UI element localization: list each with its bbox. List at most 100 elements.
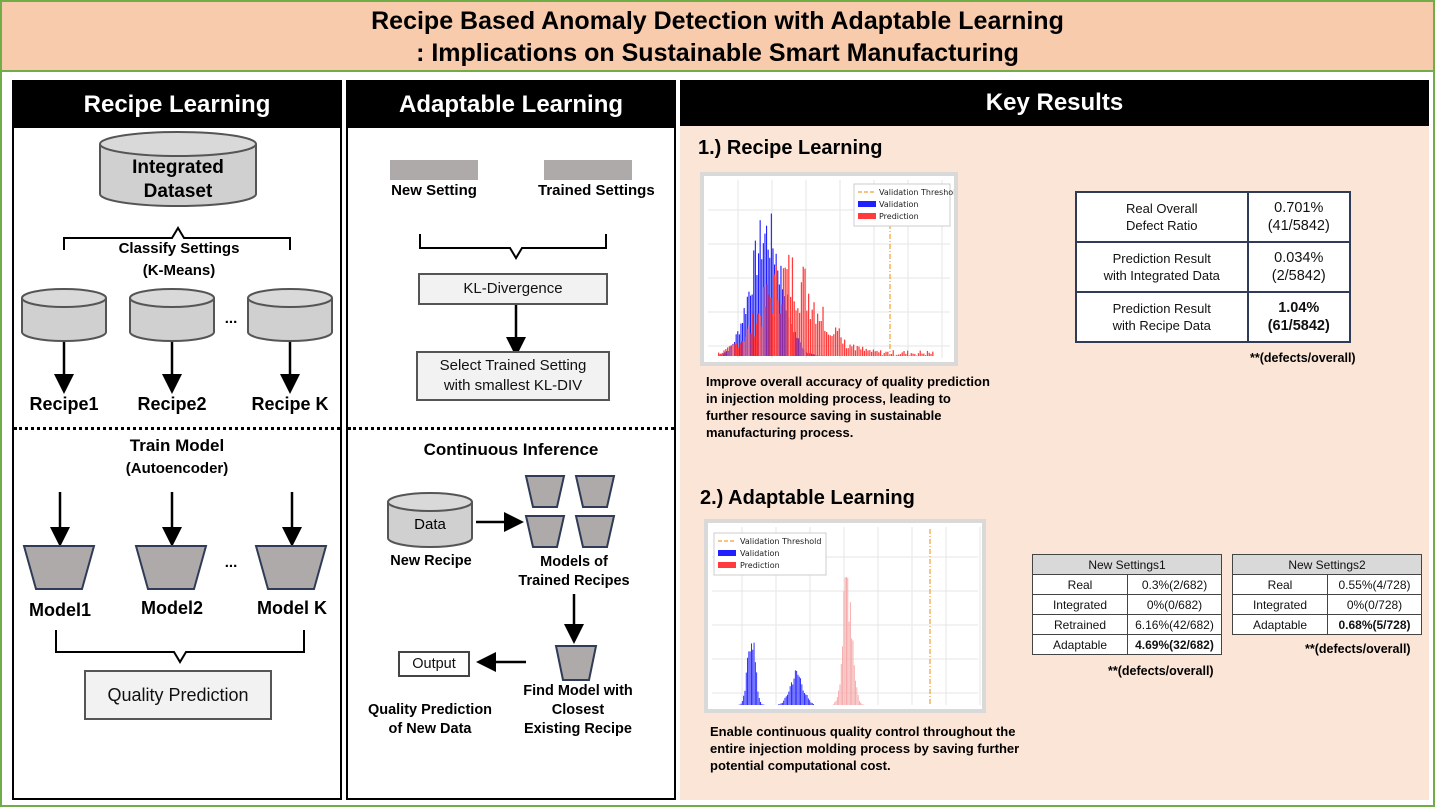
model1-trapezoid-icon bbox=[22, 545, 96, 590]
prediction-bar bbox=[746, 328, 749, 356]
prediction-bar bbox=[892, 350, 894, 356]
prediction-bar bbox=[777, 300, 779, 356]
prediction-bar bbox=[836, 697, 838, 705]
result-label-line-1: Prediction Result bbox=[1112, 301, 1211, 316]
recipe2-cylinder-icon bbox=[129, 288, 215, 342]
prediction-bar bbox=[826, 331, 828, 356]
settings-value: 0%(0/682) bbox=[1127, 594, 1222, 615]
prediction-bar bbox=[782, 268, 785, 356]
prediction-bar bbox=[908, 355, 911, 356]
prediction-bar bbox=[853, 665, 855, 705]
validation-bar bbox=[764, 233, 766, 356]
prediction-bar bbox=[925, 355, 927, 356]
settings-label: Integrated bbox=[1032, 594, 1128, 615]
prediction-bar bbox=[869, 350, 871, 356]
prediction-bar bbox=[723, 350, 725, 356]
prediction-bar bbox=[834, 702, 836, 705]
prediction-bar bbox=[912, 353, 914, 356]
prediction-bar bbox=[928, 352, 930, 356]
validation-bar bbox=[783, 700, 785, 705]
trained-settings-label: Trained Settings bbox=[538, 182, 655, 199]
prediction-bar bbox=[865, 348, 867, 356]
validation-bar bbox=[784, 697, 786, 705]
validation-bar bbox=[745, 672, 747, 705]
result-value-line-2: (61/5842) bbox=[1267, 318, 1330, 334]
prediction-bar bbox=[761, 326, 763, 356]
validation-bar bbox=[781, 702, 783, 705]
section2-title: 2.) Adaptable Learning bbox=[700, 487, 915, 509]
prediction-bar bbox=[840, 337, 842, 356]
validation-bar bbox=[751, 643, 752, 705]
prediction-bar bbox=[923, 353, 925, 356]
prediction-bar bbox=[772, 313, 774, 356]
legend2-validation-text: Validation bbox=[740, 549, 780, 558]
prediction-bar bbox=[741, 341, 743, 356]
prediction-bar bbox=[768, 294, 770, 356]
prediction-bar bbox=[779, 313, 781, 356]
validation-bar bbox=[767, 249, 769, 356]
prediction-bar bbox=[743, 341, 745, 356]
settings-title-row: New Settings2 bbox=[1232, 554, 1422, 575]
prediction-bar bbox=[770, 297, 772, 356]
settings-title-row: New Settings1 bbox=[1032, 554, 1222, 575]
validation-bar bbox=[746, 296, 748, 356]
validation-bar bbox=[759, 220, 761, 356]
validation-bar bbox=[796, 337, 798, 356]
adaptable-learning-panel: Adaptable Learning bbox=[346, 80, 676, 800]
validation-bar bbox=[749, 651, 751, 705]
prediction-bar bbox=[858, 346, 860, 356]
prediction-bar bbox=[838, 690, 840, 705]
prediction-bar bbox=[820, 321, 822, 356]
prediction-bar bbox=[898, 354, 900, 356]
validation-bar bbox=[756, 275, 758, 356]
validation-bar bbox=[722, 353, 724, 356]
prediction-bar bbox=[781, 304, 783, 356]
validation-bar bbox=[761, 703, 763, 705]
prediction-bar bbox=[745, 336, 747, 356]
legend-prediction-text: Prediction bbox=[879, 212, 919, 221]
new-setting-bar-icon bbox=[390, 160, 478, 180]
legend-validation-text: Validation bbox=[879, 200, 919, 209]
validation-bar bbox=[802, 690, 804, 705]
validation-bar bbox=[805, 694, 807, 705]
validation-bar bbox=[753, 250, 755, 356]
prediction-bar bbox=[846, 577, 847, 705]
validation-bar bbox=[782, 289, 784, 356]
prediction-bar bbox=[739, 343, 741, 356]
prediction-bar bbox=[806, 310, 808, 356]
trained-model-trapezoid-icon bbox=[574, 475, 616, 508]
prediction-bar bbox=[809, 319, 812, 356]
title-line-2: : Implications on Sustainable Smart Manu… bbox=[416, 39, 1019, 67]
validation-bar bbox=[741, 700, 743, 705]
validation-bar bbox=[751, 294, 753, 356]
prediction-bar bbox=[919, 350, 921, 356]
prediction-bar bbox=[921, 353, 923, 356]
prediction-bar bbox=[748, 324, 750, 356]
result-value-line-1: 1.04% bbox=[1278, 300, 1320, 316]
prediction-bar bbox=[775, 265, 777, 356]
settings-value: 0.55%(4/728) bbox=[1327, 574, 1422, 595]
prediction-bar bbox=[851, 346, 853, 356]
validation-bar bbox=[760, 701, 762, 705]
validation-bar bbox=[761, 259, 763, 356]
train-model-label: Train Model bbox=[129, 436, 225, 455]
legend2-prediction-text: Prediction bbox=[740, 561, 780, 570]
prediction-bar bbox=[896, 354, 898, 356]
validation-bar bbox=[772, 248, 774, 356]
trained-recipes-label: Trained Recipes bbox=[518, 573, 630, 589]
prediction-bar bbox=[835, 327, 837, 356]
settings-label: Integrated bbox=[1232, 594, 1328, 615]
modelk-label: Model K bbox=[257, 598, 327, 618]
prediction-bar bbox=[799, 312, 801, 356]
prediction-bar bbox=[808, 293, 810, 356]
prediction-bar bbox=[829, 335, 831, 356]
validation-bar bbox=[737, 331, 739, 356]
new-recipe-label: New Recipe bbox=[390, 553, 472, 569]
prediction-bar bbox=[849, 602, 851, 705]
validation-bar bbox=[743, 308, 745, 356]
prediction-bar bbox=[793, 301, 795, 356]
